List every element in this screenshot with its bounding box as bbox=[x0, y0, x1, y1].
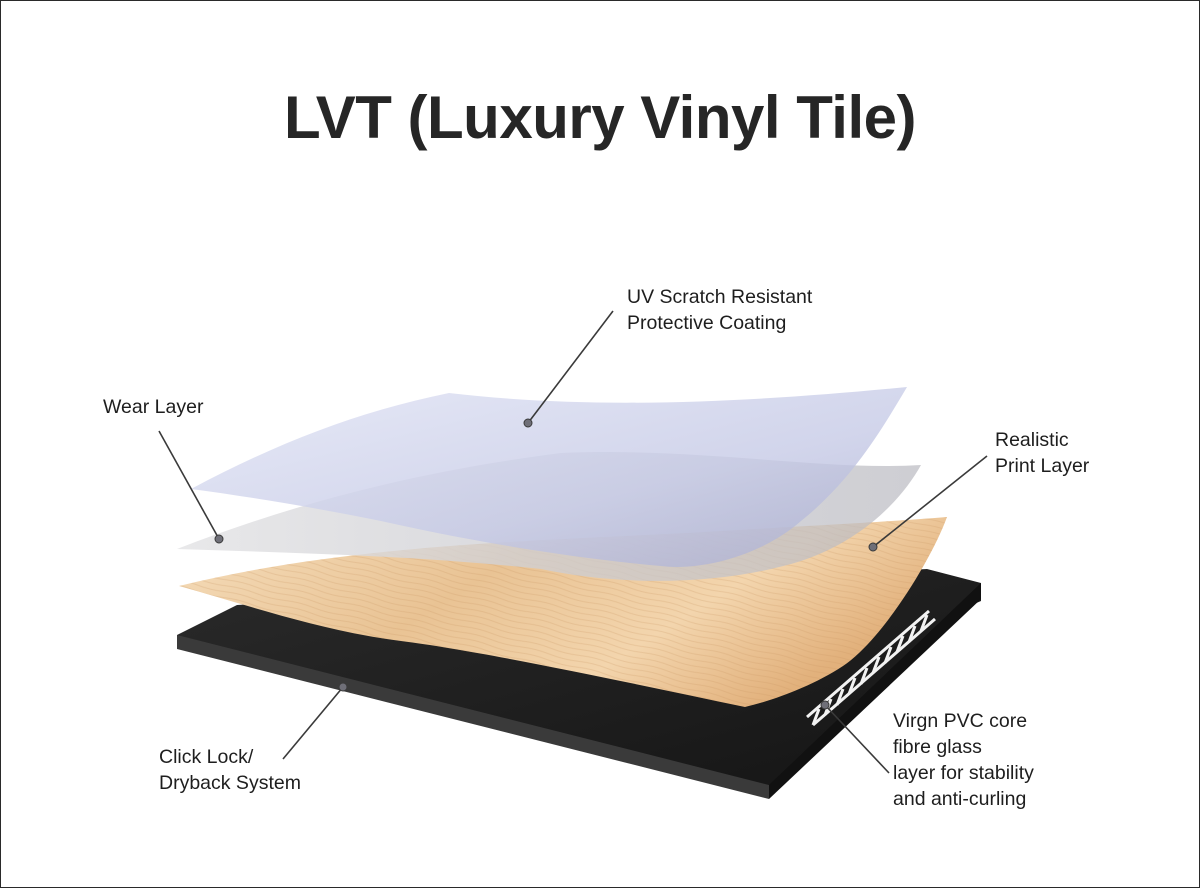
pvc-core-label-line3: layer for stability bbox=[893, 762, 1034, 784]
pvc-core-label-line1: Virgn PVC core bbox=[893, 710, 1028, 732]
wear-leader-dot bbox=[214, 534, 224, 544]
uv-coating-label-line2: Protective Coating bbox=[627, 312, 787, 334]
click-lock-label-line1: Click Lock/ bbox=[159, 746, 254, 768]
wear-layer-label-line1: Wear Layer bbox=[103, 396, 204, 418]
core-leader-dot bbox=[820, 700, 830, 710]
print-layer-label: Realistic Print Layer bbox=[995, 427, 1089, 479]
click-lock-leader-line bbox=[282, 686, 344, 760]
page-title: LVT (Luxury Vinyl Tile) bbox=[284, 84, 916, 151]
leader-dots bbox=[214, 418, 878, 710]
wear-layer-label: Wear Layer bbox=[103, 394, 203, 420]
uv-coating-sheet bbox=[191, 387, 907, 567]
leader-lines bbox=[158, 310, 988, 774]
pvc-core-label-line4: and anti-curling bbox=[893, 788, 1027, 810]
click-lock-label: Click Lock/ Dryback System bbox=[159, 744, 301, 796]
pvc-core-label-line2: fibre glass bbox=[893, 736, 982, 758]
click-lock-leader-dot bbox=[338, 682, 348, 692]
wear-leader-line bbox=[158, 430, 220, 540]
uv-coating-label: UV Scratch Resistant Protective Coating bbox=[627, 284, 812, 336]
pvc-core-label: Virgn PVC core fibre glass layer for sta… bbox=[893, 708, 1034, 812]
print-leader-line bbox=[872, 455, 988, 548]
print-layer-label-line1: Realistic bbox=[995, 429, 1069, 451]
uv-leader-line bbox=[527, 310, 614, 424]
print-layer-label-line2: Print Layer bbox=[995, 455, 1090, 477]
core-leader-line bbox=[824, 704, 890, 774]
print-leader-dot bbox=[868, 542, 878, 552]
uv-coating-label-line1: UV Scratch Resistant bbox=[627, 286, 813, 308]
uv-leader-dot bbox=[523, 418, 533, 428]
click-lock-label-line2: Dryback System bbox=[159, 772, 301, 794]
